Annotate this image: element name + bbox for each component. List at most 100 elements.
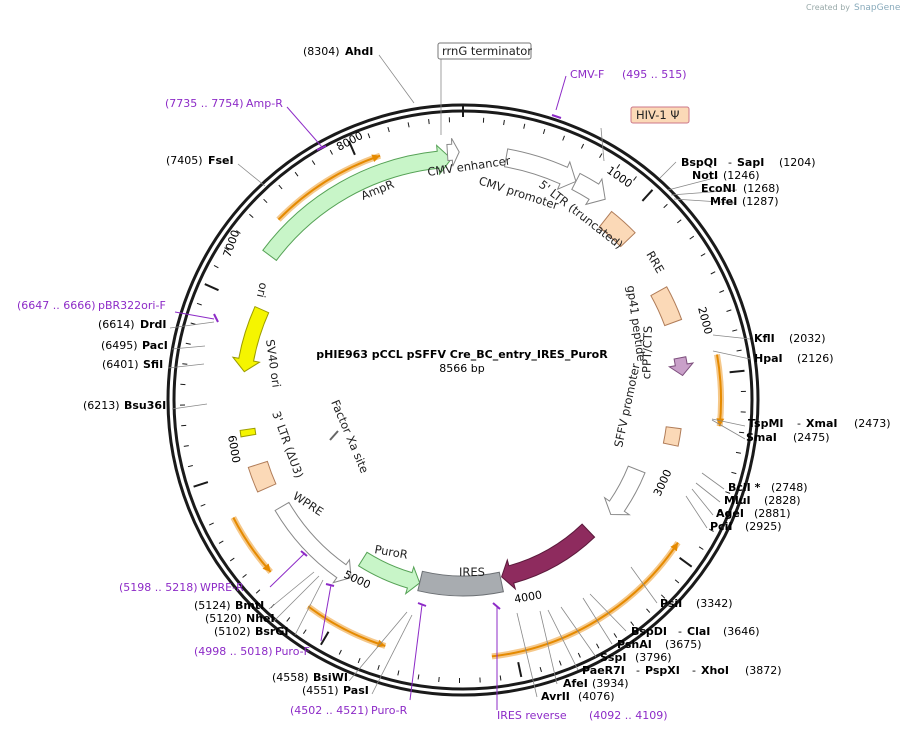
site-xmai: XmaI: [806, 417, 837, 430]
primer-mark: [551, 114, 562, 119]
minor-tick: [263, 198, 268, 204]
major-tick: [320, 631, 330, 646]
primer-puro-r-range: (4502 .. 4521): [290, 704, 369, 717]
site-smai: SmaI: [746, 431, 777, 444]
minor-tick: [417, 674, 420, 680]
primer-ires-rev-range: (4092 .. 4109): [589, 709, 668, 722]
site-leader: [685, 495, 708, 529]
orf-arrowhead: [262, 563, 271, 572]
site-kfli-pos: (2032): [789, 332, 826, 345]
minor-tick: [357, 658, 361, 664]
site-leader: [582, 597, 613, 645]
site-mlui-pos: (2828): [764, 494, 801, 507]
minor-tick: [407, 122, 410, 128]
tick-1000: 1000: [604, 164, 634, 191]
sv40-ori-shape: [239, 427, 257, 438]
minor-tick: [708, 528, 714, 532]
site-tspmi: TspMI: [748, 417, 784, 430]
site-bcli: BclI *: [728, 481, 761, 494]
minor-tick: [329, 149, 333, 155]
tick-7000: 7000: [221, 228, 243, 259]
minor-tick: [338, 649, 342, 655]
site-sfii: SfiI: [143, 358, 163, 371]
plasmid-name: pHIE963 pCCL pSFFV Cre_BC_entry_IRES_Pur…: [316, 348, 608, 361]
minor-tick: [397, 670, 400, 676]
minor-tick: [523, 123, 526, 129]
site-avrii: AvrII: [541, 690, 570, 703]
ltr5-shape: [598, 210, 636, 248]
primer-cmv-f: CMV-F: [570, 68, 604, 81]
site-leader: [516, 612, 538, 698]
feature-rrng-terminator: rrnG terminator: [442, 44, 532, 58]
feature-sffv: SFFV promoter: [611, 362, 643, 449]
site-bmti: BmtI: [235, 599, 264, 612]
site-psii: PsiI: [660, 597, 682, 610]
ampr-arrow: [262, 144, 452, 262]
orf-arrowhead: [371, 154, 381, 162]
minor-tick: [438, 676, 440, 683]
feature-puror: PuroR: [373, 542, 408, 562]
leader-lines: [167, 54, 751, 710]
site-paci: PacI: [142, 339, 168, 352]
site-bcli-pos: (2748): [771, 481, 808, 494]
site-leader: [670, 189, 738, 196]
site-bsiwi-pos: (4558): [272, 671, 309, 684]
minor-tick: [190, 322, 196, 325]
site-leader: [171, 345, 206, 350]
site-noti: NotI: [692, 169, 718, 182]
minor-tick: [577, 652, 581, 658]
minor-tick: [599, 153, 603, 159]
hiv-psi-box: [630, 106, 690, 124]
primer-mark: [316, 145, 327, 151]
site-bsrgi-pos: (5102): [214, 625, 251, 638]
minor-tick: [213, 264, 219, 269]
primer-puro-r: Puro-R: [371, 704, 408, 717]
primer-puro-f-range: (4998 .. 5018): [194, 645, 273, 658]
site-drdi: DrdI: [140, 318, 167, 331]
primer-mark: [417, 602, 427, 607]
minor-tick: [700, 253, 706, 257]
minor-tick: [676, 219, 682, 224]
minor-tick: [286, 617, 291, 622]
site-leader: [695, 482, 721, 503]
primer-wpre-r-range: (5198 .. 5218): [119, 581, 198, 594]
major-tick: [193, 481, 209, 488]
site-drdi-pos: (6614): [98, 318, 135, 331]
feature-sv40-ori: SV40 ori: [263, 338, 284, 388]
site-smai-pos: (2475): [793, 431, 830, 444]
minor-tick: [196, 302, 202, 306]
site-bspdi-sep: -: [678, 625, 682, 638]
site-pasi-pos: (4551): [302, 684, 339, 697]
site-sspi-pos: (3796): [635, 651, 672, 664]
feature-hiv-psi: HIV-1 Ψ: [636, 108, 679, 122]
credit-prefix: Created by: [806, 3, 850, 12]
site-pshai-pos: (3675): [665, 638, 702, 651]
minor-tick: [187, 465, 193, 468]
minor-tick: [717, 510, 723, 514]
primer-mark: [325, 583, 335, 587]
site-leader: [371, 614, 413, 695]
feature-cppt: cPPT/CTS: [639, 326, 655, 380]
primer-leader: [269, 552, 306, 588]
site-leader: [712, 334, 751, 340]
site-leader: [169, 321, 215, 329]
site-pcii-pos: (2925): [745, 520, 782, 533]
rre-shape: [650, 286, 683, 327]
minor-tick: [739, 431, 745, 434]
minor-tick: [367, 133, 371, 139]
site-bspqi-sep: -: [728, 156, 732, 169]
minor-tick: [200, 503, 206, 507]
site-hpai: HpaI: [754, 352, 783, 365]
minor-tick: [719, 290, 725, 293]
site-sapi: SapI: [737, 156, 764, 169]
site-pcii: PciI: [710, 520, 732, 533]
site-leader: [701, 472, 725, 490]
major-tick: [641, 189, 654, 202]
minor-tick: [633, 176, 637, 181]
site-afei-pos: (3934): [592, 677, 629, 690]
primer-puro-f: Puro-F: [275, 645, 310, 658]
site-bsu36i: Bsu36I: [124, 399, 166, 412]
site-ahdi-pos: (8304): [303, 45, 340, 58]
sffv-promoter-arrow: [603, 465, 646, 516]
primer-wpre-r: WPRE-R: [200, 581, 244, 594]
